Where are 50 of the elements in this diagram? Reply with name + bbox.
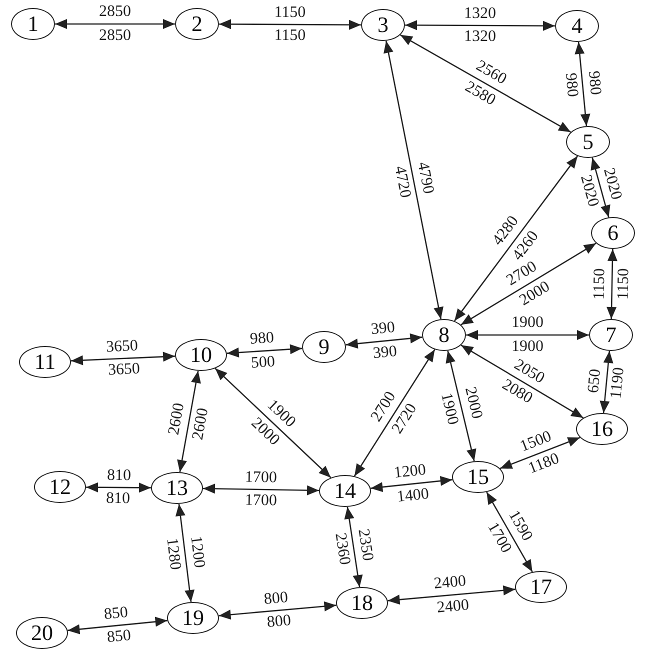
arrow — [400, 34, 572, 133]
arrow — [68, 616, 168, 634]
node-ellipse: 19 — [167, 602, 219, 634]
arrow — [86, 482, 152, 493]
node-ellipse: 14 — [319, 475, 371, 507]
arrow — [500, 436, 580, 470]
node-ellipse: 13 — [151, 472, 203, 504]
arrow — [388, 585, 516, 605]
node-ellipse: 3 — [361, 9, 405, 41]
node-ellipse: 7 — [589, 319, 633, 351]
arrow — [590, 158, 610, 218]
arrow — [226, 344, 302, 358]
node-ellipse: 5 — [566, 126, 610, 158]
arrow — [218, 601, 336, 620]
arrow — [454, 156, 578, 322]
node-ellipse: 17 — [515, 571, 567, 603]
node-ellipse: 10 — [175, 339, 227, 371]
node-ellipse: 15 — [452, 461, 504, 493]
node-ellipse: 16 — [576, 413, 628, 445]
arrow — [600, 350, 614, 414]
arrow — [486, 492, 533, 572]
arrow — [460, 344, 584, 418]
node-ellipse: 18 — [336, 587, 388, 619]
arrow — [606, 248, 618, 320]
arrow — [202, 484, 320, 496]
node-ellipse: 12 — [34, 471, 86, 503]
node-ellipse: 1 — [11, 8, 55, 40]
arrow — [344, 506, 363, 588]
arrow — [384, 40, 444, 320]
node-ellipse: 2 — [175, 8, 219, 40]
arrow — [460, 242, 596, 326]
arrow — [405, 20, 555, 31]
arrow — [70, 352, 176, 366]
arrow — [346, 333, 422, 349]
node-ellipse: 20 — [16, 617, 68, 649]
node-ellipse: 8 — [422, 319, 466, 351]
node-ellipse: 4 — [555, 10, 599, 42]
node-ellipse: 6 — [591, 217, 635, 249]
arrow — [354, 349, 436, 476]
arrow — [175, 504, 195, 602]
arrow — [446, 350, 476, 462]
arrow — [55, 19, 175, 29]
node-ellipse: 9 — [302, 331, 346, 363]
arrow — [466, 330, 589, 340]
arrow — [574, 42, 590, 126]
arrow — [219, 19, 361, 30]
node-ellipse: 11 — [19, 346, 71, 378]
arrow — [370, 476, 452, 492]
arrow — [177, 370, 201, 472]
arrow — [214, 368, 332, 478]
